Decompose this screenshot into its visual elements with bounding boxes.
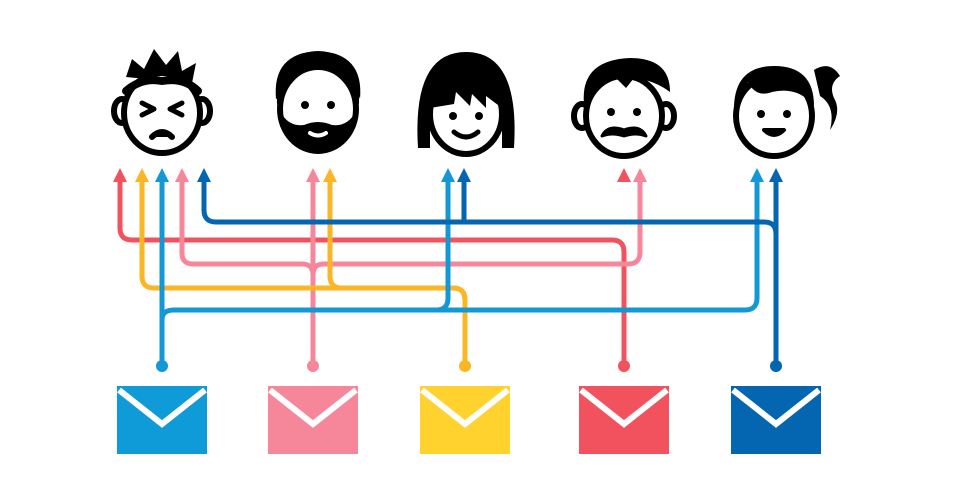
arrowhead-10 <box>617 168 631 182</box>
arrowhead-1 <box>113 168 127 182</box>
connection-line-light-blue-branch-girl <box>171 177 760 313</box>
envelope-icon <box>117 386 207 454</box>
arrowhead-6 <box>306 168 320 182</box>
angry-boy-face-icon <box>111 49 213 156</box>
arrowhead-12 <box>750 168 764 182</box>
envelope-icon <box>579 386 669 454</box>
connection-line-dark-blue <box>201 177 779 371</box>
arrowhead-3 <box>155 168 169 182</box>
connection-dot-1 <box>156 360 168 372</box>
envelope-icon <box>731 386 821 454</box>
arrowhead-8 <box>441 168 455 182</box>
connection-line-red <box>117 177 627 371</box>
people-row <box>111 49 840 159</box>
connection-line-yellow-branch-man <box>327 177 468 303</box>
arrowhead-2 <box>135 168 149 182</box>
connection-dot-3 <box>459 360 471 372</box>
connection-line-pink-branch-mustache <box>310 177 643 278</box>
connection-dot-4 <box>618 360 630 372</box>
bearded-man-face-icon <box>275 51 361 154</box>
woman-face-icon <box>417 52 515 157</box>
arrowhead-9 <box>457 168 471 182</box>
mustache-man-face-icon <box>571 58 677 159</box>
connection-dot-5 <box>770 360 782 372</box>
ponytail-girl-face-icon <box>733 66 840 159</box>
connection-dot-2 <box>307 360 319 372</box>
envelope-icon <box>420 386 510 454</box>
connection-line-yellow <box>139 177 468 371</box>
connection-lines <box>117 177 779 371</box>
arrowheads <box>113 168 783 182</box>
arrowhead-4 <box>175 168 189 182</box>
arrowhead-7 <box>323 168 337 182</box>
envelope-icon <box>268 386 358 454</box>
arrowhead-13 <box>769 168 783 182</box>
connection-dots <box>156 360 782 372</box>
arrowhead-11 <box>633 168 647 182</box>
envelope-row <box>117 386 821 454</box>
arrowhead-5 <box>197 168 211 182</box>
